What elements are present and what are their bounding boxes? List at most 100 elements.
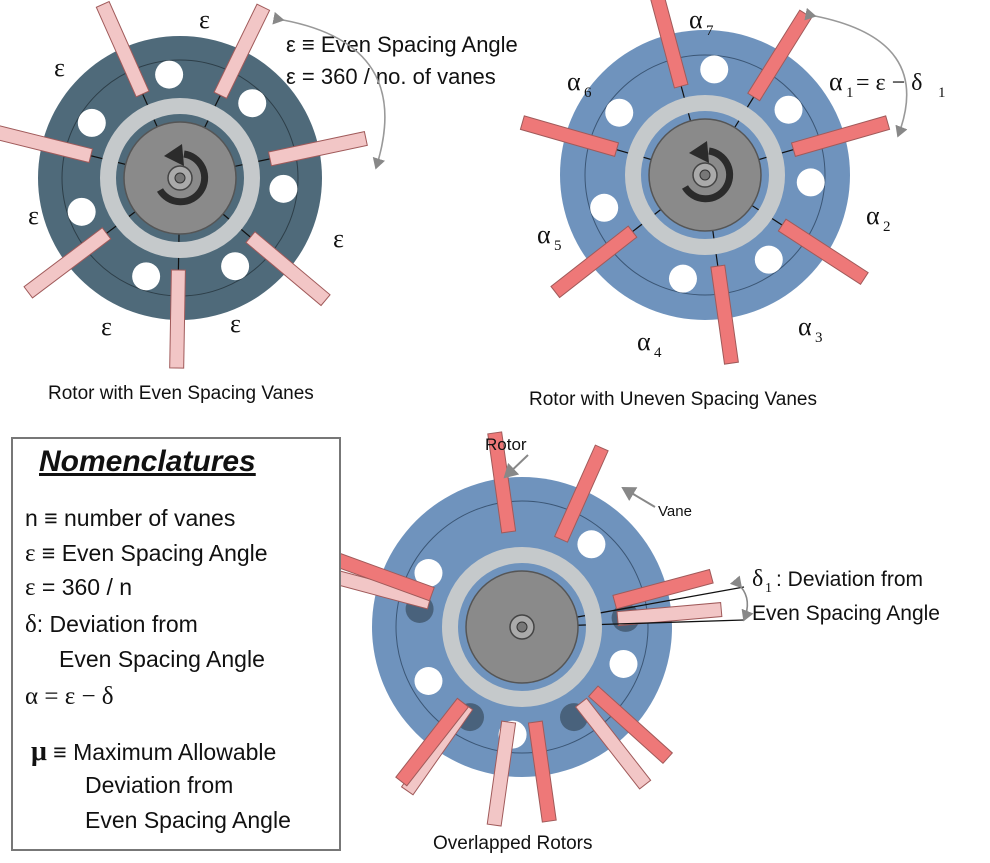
delta-definition: δ: Deviation from <box>25 611 198 638</box>
rotor-hole <box>590 193 619 222</box>
svg-text:= ε − δ: = ε − δ <box>856 70 922 96</box>
vane-even <box>486 720 517 827</box>
svg-text:α: α <box>567 67 581 96</box>
mu-definition-cont1: Deviation from <box>85 772 234 798</box>
delta-arc-arrow <box>729 575 754 622</box>
svg-text:7: 7 <box>706 23 714 39</box>
alpha5-label: α 5 <box>537 220 562 254</box>
rotor-hole <box>414 559 443 587</box>
rotation-arrowhead <box>689 141 709 163</box>
epsilon-label-bottom: ε <box>230 309 241 338</box>
rotor-hole <box>155 60 184 89</box>
vane <box>747 9 813 102</box>
vane <box>710 264 739 365</box>
epsilon-label-left: ε <box>28 201 39 230</box>
nomenclature-title: Nomenclatures <box>39 445 256 478</box>
rotor-overlapped <box>326 431 745 827</box>
mu-definition-cont2: Even Spacing Angle <box>85 807 291 833</box>
rotation-arrowhead <box>164 144 184 166</box>
svg-text:α: α <box>637 327 651 356</box>
svg-text:1: 1 <box>765 581 772 596</box>
caption-overlapped-rotors: Overlapped Rotors <box>433 833 592 854</box>
alpha-formula: α = ε − δ <box>25 683 114 710</box>
vane-guide-ring <box>442 547 602 707</box>
vane-uneven <box>587 685 674 765</box>
alpha7-label: α 7 <box>689 5 714 39</box>
alpha4-label: α 4 <box>637 327 662 361</box>
rotor-hole <box>77 108 106 137</box>
rotor-pointer-arrow <box>503 454 529 479</box>
rotor-hole <box>269 174 298 203</box>
rotor-hole <box>668 264 697 293</box>
rotation-arrow <box>681 147 734 203</box>
rotor-hole <box>700 55 729 84</box>
even-angle-arc-arrow <box>272 11 386 170</box>
svg-text:α: α <box>537 220 551 249</box>
rotor-hole <box>132 262 161 291</box>
rotor-hole <box>796 168 825 197</box>
vane-uneven <box>527 720 557 823</box>
vane <box>0 125 94 164</box>
n-definition: n ≡ number of vanes <box>25 505 236 531</box>
vane-uneven <box>553 444 609 543</box>
svg-text:δ: δ <box>752 566 763 592</box>
svg-text:α: α <box>829 67 843 96</box>
svg-text:4: 4 <box>654 345 662 361</box>
svg-text:α: α <box>798 312 812 341</box>
vane <box>650 0 689 89</box>
svg-text:α: α <box>689 5 703 34</box>
vane-even <box>574 697 652 790</box>
mu-definition: μ ≡ Maximum Allowable <box>31 736 277 767</box>
vane <box>550 225 638 299</box>
shaft-center <box>174 172 186 184</box>
svg-text:Even Spacing Angle: Even Spacing Angle <box>752 602 940 625</box>
svg-text:3: 3 <box>815 330 823 346</box>
vane <box>245 231 331 307</box>
epsilon-definition-nomen: ε ≡ Even Spacing Angle <box>25 540 268 567</box>
vane-label: Vane <box>658 503 692 520</box>
rotor-hole <box>754 245 783 274</box>
svg-text:1: 1 <box>938 85 946 101</box>
vane <box>169 269 186 369</box>
shaft-center <box>699 169 711 181</box>
rotor-hole <box>577 530 606 559</box>
vane-uneven <box>395 697 470 787</box>
svg-text:1: 1 <box>846 85 854 101</box>
rotor-uneven-spacing <box>519 0 891 365</box>
vane <box>95 0 150 98</box>
rotor-hole <box>221 252 250 281</box>
caption-uneven-rotor: Rotor with Uneven Spacing Vanes <box>529 389 817 410</box>
rotor-hole <box>67 197 96 226</box>
nomenclature-box: Nomenclatures n ≡ number of vanes ε ≡ Ev… <box>11 437 341 851</box>
svg-text:5: 5 <box>554 238 562 254</box>
epsilon-label-right: ε <box>333 224 344 253</box>
alpha1-formula: α 1 = ε − δ 1 <box>829 67 946 101</box>
rotor-rim-line <box>395 500 649 754</box>
svg-text:6: 6 <box>584 85 592 101</box>
delta1-annotation: δ 1 : Deviation from Even Spacing Angle <box>752 566 940 625</box>
epsilon-label-upper-left: ε <box>54 53 65 82</box>
rotor-label: Rotor <box>485 435 527 454</box>
epsilon-label-top: ε <box>199 5 210 34</box>
alpha6-label: α 6 <box>567 67 592 101</box>
vane-even <box>616 602 723 627</box>
rotor-hole <box>609 649 638 678</box>
svg-text:: Deviation from: : Deviation from <box>776 568 923 591</box>
caption-even-rotor: Rotor with Even Spacing Vanes <box>48 383 314 404</box>
rotor-hole <box>605 98 634 127</box>
rotor-hole <box>238 89 267 118</box>
delta-definition-cont: Even Spacing Angle <box>59 646 265 672</box>
epsilon-label-lower-left: ε <box>101 312 112 341</box>
vane <box>23 227 112 299</box>
vane <box>777 218 869 286</box>
vane-pointer-arrow <box>621 486 656 508</box>
epsilon-definition: ε ≡ Even Spacing Angle <box>286 32 518 57</box>
rotation-arrow <box>156 150 209 206</box>
svg-text:α: α <box>866 201 880 230</box>
vane-uneven <box>612 568 714 610</box>
vane-guide-ring <box>625 95 785 255</box>
epsilon-formula: ε = 360 / no. of vanes <box>286 64 496 89</box>
rotor-hole <box>414 667 443 695</box>
rotor-hole <box>774 95 803 124</box>
